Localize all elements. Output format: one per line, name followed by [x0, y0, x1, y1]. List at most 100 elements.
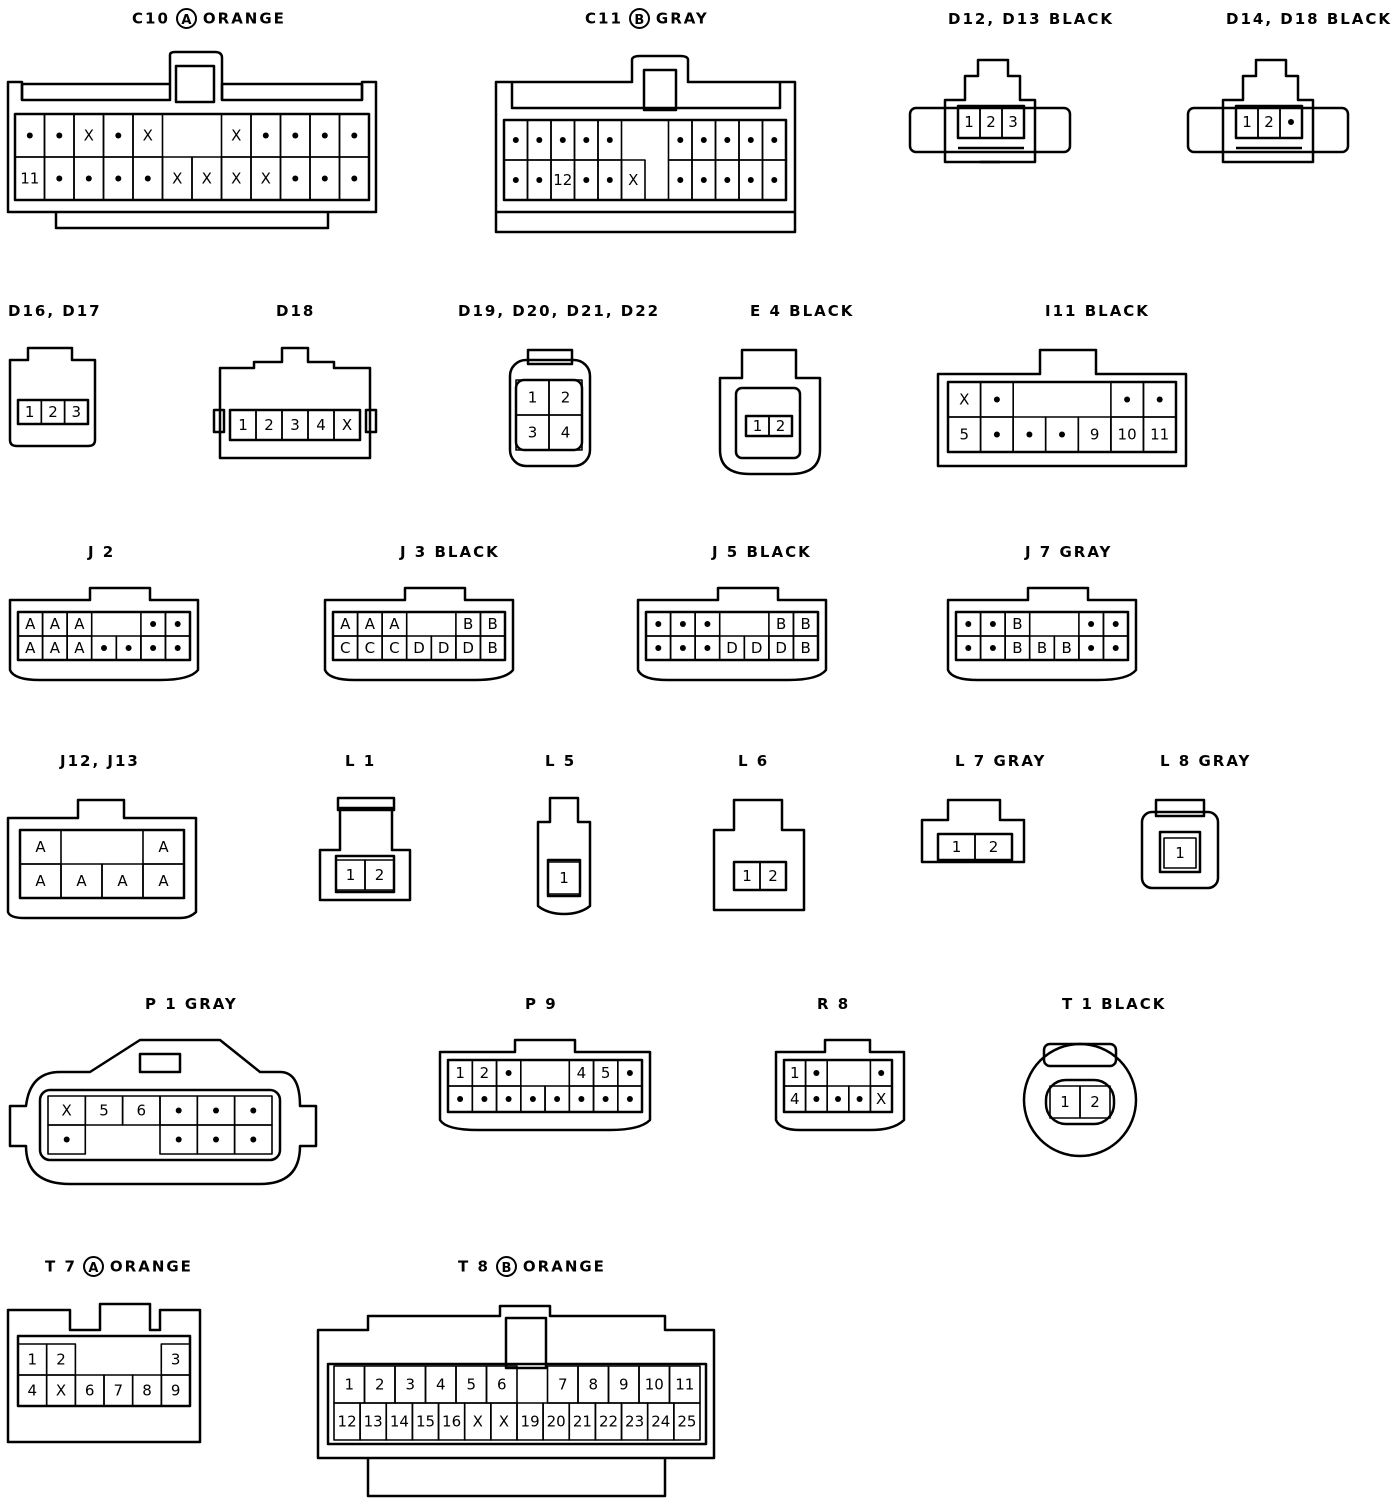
connector-body-d19	[508, 348, 592, 468]
pin-cavity	[333, 409, 361, 441]
pin-label: 1	[742, 867, 752, 885]
pin-label: 1	[1242, 113, 1252, 131]
connector-color: GRAY	[1198, 752, 1252, 770]
pin-label: 6	[85, 1382, 95, 1400]
pin-dot	[1156, 396, 1163, 403]
pin-dot	[321, 175, 328, 182]
connector-body-l5	[536, 796, 592, 916]
pin-label: D	[726, 639, 738, 657]
connector-label-j12: J12, J13	[60, 752, 140, 770]
pin-cavity	[620, 159, 646, 201]
pin-dot	[700, 177, 707, 183]
variant-badge: B	[495, 1256, 517, 1277]
pin-label: C	[340, 639, 350, 657]
pin-label: X	[143, 127, 153, 145]
pin-dot	[1112, 621, 1119, 627]
pin-label: B	[1012, 639, 1022, 657]
pin-dot	[481, 1096, 488, 1102]
pin-cavity	[160, 1374, 191, 1407]
pin-cavity	[673, 1402, 701, 1441]
connector-label-e4: E 4 BLACK	[750, 302, 854, 320]
pin-dot	[56, 132, 63, 139]
pin-dot	[813, 1096, 820, 1102]
pin-dot	[655, 621, 662, 627]
connector-body-t8	[316, 1304, 716, 1498]
connector-label-d14: D14, D18 BLACK	[1226, 10, 1392, 28]
pin-label: A	[35, 838, 46, 856]
connector-name: J12, J13	[60, 752, 140, 770]
pin-label: 1	[559, 869, 569, 887]
pin-label: A	[340, 615, 351, 633]
connector-body-c11	[494, 54, 797, 234]
pin-cavity	[479, 635, 506, 661]
connector-color: BLACK	[1101, 995, 1167, 1013]
pin-label: 5	[960, 426, 970, 444]
pin-label: 13	[364, 1413, 383, 1431]
connector-label-j3: J 3 BLACK	[400, 543, 500, 561]
pin-label: 3	[406, 1376, 416, 1394]
pin-label: 14	[390, 1413, 409, 1431]
pin-dot	[1059, 431, 1065, 438]
connector-label-l1: L 1	[345, 752, 376, 770]
connector-name: T 1	[1062, 995, 1094, 1013]
connector-body-t1	[1022, 1042, 1138, 1158]
pin-label: 7	[114, 1382, 124, 1400]
connector-name: L 7	[955, 752, 987, 770]
connector-body-d12	[908, 58, 1072, 164]
pin-label: X	[84, 127, 94, 145]
pin-label: X	[231, 127, 241, 145]
pin-label: B	[488, 615, 498, 633]
connector-label-t1: T 1 BLACK	[1062, 995, 1166, 1013]
pin-dot	[56, 175, 63, 182]
pin-dot	[505, 1070, 512, 1076]
pin-label: 11	[1150, 426, 1169, 444]
pin-dot	[351, 175, 358, 182]
pin-cavity	[142, 863, 185, 899]
pin-label: 2	[561, 389, 571, 407]
pin-dot	[150, 621, 157, 627]
pin-dot	[724, 177, 731, 183]
pin-dot	[1124, 396, 1131, 403]
pin-dot	[989, 645, 996, 651]
pin-dot	[1112, 645, 1119, 651]
pin-cavity	[63, 399, 89, 425]
connector-label-p1: P 1 GRAY	[145, 995, 238, 1013]
pin-dot	[529, 1096, 536, 1102]
pin-label: X	[56, 1382, 66, 1400]
pin-label: 6	[137, 1102, 147, 1120]
pin-dot	[606, 177, 613, 183]
pin-dot	[505, 1096, 512, 1102]
connector-label-d19: D19, D20, D21, D22	[458, 302, 660, 320]
pin-dot	[626, 1070, 633, 1076]
connector-label-d12: D12, D13 BLACK	[948, 10, 1114, 28]
pin-label: 2	[768, 867, 778, 885]
pin-label: 5	[601, 1064, 611, 1082]
pin-label: X	[876, 1090, 886, 1108]
pin-label: 10	[1118, 426, 1137, 444]
pin-dot	[115, 132, 122, 139]
pin-dot	[115, 175, 122, 182]
pin-label: 3	[171, 1351, 181, 1369]
pin-label: 16	[442, 1413, 461, 1431]
pin-dot	[125, 645, 132, 651]
pin-label: A	[25, 615, 36, 633]
pin-label: A	[74, 615, 85, 633]
pin-cavity	[233, 1124, 273, 1155]
pin-cavity	[338, 156, 370, 201]
pin-cavity	[548, 414, 583, 451]
pin-label: 12	[553, 171, 572, 189]
pin-label: 1	[528, 389, 538, 407]
pin-dot	[993, 396, 1000, 403]
pin-dot	[292, 175, 299, 182]
connector-body-d18	[212, 346, 378, 460]
connector-color: ORANGE	[522, 1257, 606, 1276]
pin-dot	[175, 1107, 182, 1114]
pin-dot	[704, 645, 711, 651]
pin-dot	[1026, 431, 1033, 438]
pin-label: 1	[238, 416, 248, 434]
pin-label: X	[202, 170, 212, 188]
pin-label: 1	[28, 1351, 38, 1369]
pin-label: A	[158, 838, 169, 856]
connector-body-r8	[774, 1038, 906, 1132]
